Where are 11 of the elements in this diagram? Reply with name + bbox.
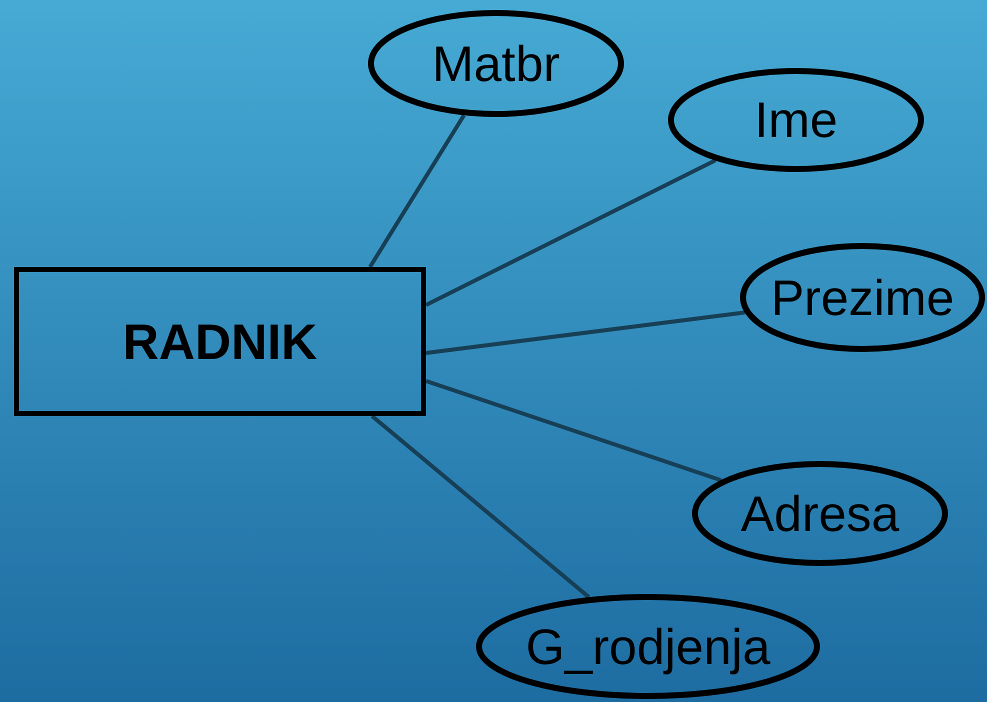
connector-line xyxy=(425,158,716,307)
connector-line xyxy=(368,114,466,268)
entity-box xyxy=(14,267,426,416)
connector-line xyxy=(426,310,745,355)
entity-label: RADNIK xyxy=(122,316,318,366)
attribute-label: Prezime xyxy=(770,272,954,322)
connector-line xyxy=(425,379,722,482)
attribute-label: Adresa xyxy=(740,488,900,538)
connector-line xyxy=(370,414,590,599)
attribute-label: Ime xyxy=(754,95,838,145)
attribute-label: Matbr xyxy=(432,38,560,88)
